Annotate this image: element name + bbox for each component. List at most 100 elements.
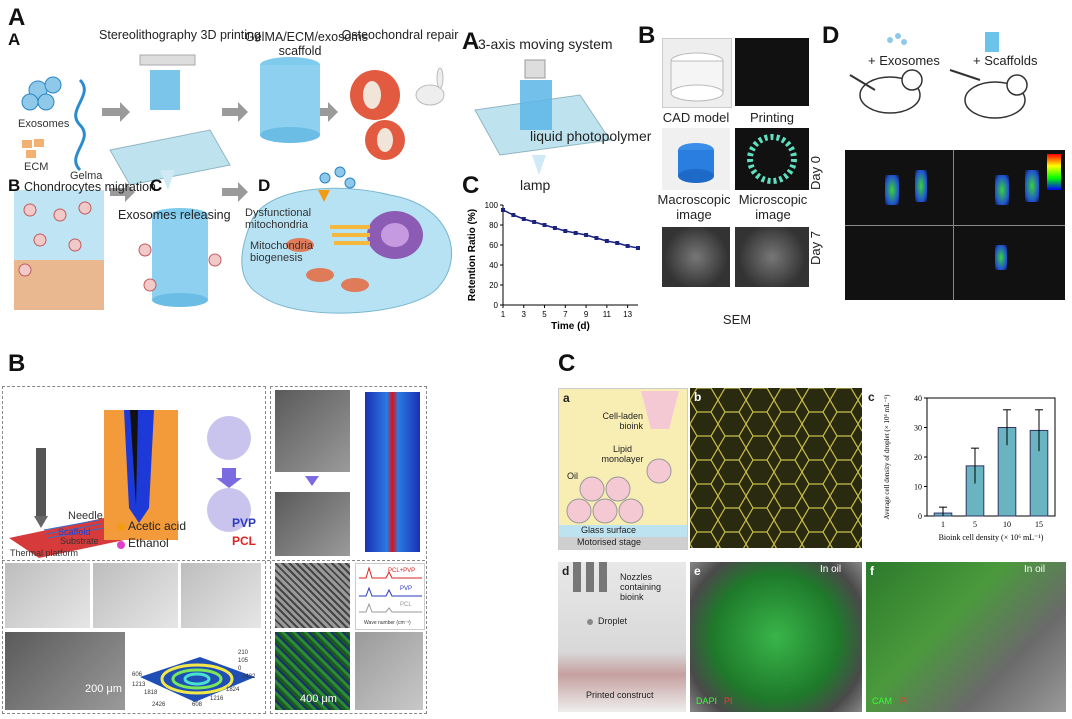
tick-608: 608 bbox=[192, 702, 203, 708]
mouse-scaffold-icon bbox=[949, 32, 1028, 119]
gelma-label: Gelma bbox=[70, 170, 103, 182]
nozzles-label: Nozzles containing bioink bbox=[620, 572, 662, 602]
x-tick-label: 9 bbox=[584, 310, 589, 319]
b-droplet-image-2 bbox=[275, 492, 350, 556]
panel-b-box2 bbox=[270, 386, 427, 714]
retention-xlabel: Time (d) bbox=[551, 321, 590, 332]
retention-point bbox=[625, 244, 630, 248]
printing-image bbox=[735, 38, 809, 106]
micro-label: Microscopic image bbox=[738, 192, 808, 222]
bar-x-tick-label: 5 bbox=[973, 520, 977, 529]
day0-label: Day 0 bbox=[808, 156, 823, 190]
c-e-letter: e bbox=[694, 564, 701, 578]
c-d-letter: d bbox=[562, 564, 570, 578]
bar-xlabel: Bioink cell density (× 10⁶ mL⁻¹) bbox=[939, 533, 1044, 542]
tick-1824: 1824 bbox=[226, 687, 240, 693]
photopolymer-label: liquid photopolymer bbox=[530, 128, 652, 144]
bar-y-tick-label: 20 bbox=[914, 453, 922, 462]
panel-a2-sub-c: C bbox=[462, 172, 480, 199]
retention-ylabel: Retention Ratio (%) bbox=[467, 209, 478, 301]
b-spiral-plot bbox=[140, 657, 255, 702]
b-droplet-arrow-icon bbox=[305, 476, 319, 486]
substrate-label: Substrate bbox=[60, 536, 99, 546]
y-tick-label: 40 bbox=[489, 261, 498, 270]
ethanol-label: Ethanol bbox=[128, 536, 169, 550]
releasing-label: Exosomes releasing bbox=[118, 208, 231, 222]
b-ftir-plot: PCL+PVP PVP PCL Wave number (cm⁻¹) bbox=[355, 563, 425, 630]
stage-label: Motorised stage bbox=[577, 537, 642, 547]
retention-point bbox=[573, 231, 578, 235]
scaffold-label: Scaffold bbox=[58, 527, 91, 537]
mouse-exosome-icon bbox=[849, 33, 923, 114]
sem-image-1 bbox=[662, 227, 730, 287]
macro-image bbox=[662, 128, 730, 190]
retention-point bbox=[542, 223, 547, 227]
x-tick-label: 3 bbox=[522, 310, 527, 319]
panel-a-sub-b: B bbox=[8, 176, 21, 195]
retention-point bbox=[604, 239, 609, 243]
inoil-e-label: In oil bbox=[820, 564, 842, 575]
c-honeycomb-image: b bbox=[690, 388, 862, 548]
acetic-label: Acetic acid bbox=[128, 519, 187, 533]
micro-image bbox=[735, 128, 809, 190]
dapi-label: DAPI bbox=[696, 696, 718, 706]
b-sem-image bbox=[355, 632, 423, 710]
retention-point bbox=[521, 217, 526, 221]
printing-label: Printing bbox=[749, 110, 795, 125]
b-mesh-image bbox=[275, 563, 350, 628]
step2-label: GelMA/ECM/exosoms scaffold bbox=[245, 30, 368, 58]
x-tick-label: 1 bbox=[501, 310, 506, 319]
panel-a-illustration bbox=[14, 54, 453, 314]
macro-label: Macroscopic image bbox=[657, 192, 731, 222]
needle-illustration bbox=[9, 410, 251, 558]
cad-gear-icon bbox=[670, 52, 724, 102]
b-droplet-image-1 bbox=[275, 390, 350, 472]
biogenesis-label: Mitochondria biogenesis bbox=[250, 240, 313, 264]
inoil-f-label: In oil bbox=[1024, 564, 1046, 575]
panel-b-top-divider bbox=[2, 560, 425, 561]
retention-point bbox=[501, 208, 505, 212]
c-e-image: e In oil DAPI PI bbox=[690, 562, 862, 712]
spiral-axis-ticks: 210 105 0 2432 1824 1216 608 1213 1818 2… bbox=[130, 632, 262, 710]
bar-x-tick-label: 1 bbox=[941, 520, 945, 529]
exosomes-label: Exosomes bbox=[18, 118, 70, 130]
pi-e-label: PI bbox=[724, 696, 733, 706]
legend-pclpvp: PCL+PVP bbox=[388, 568, 416, 574]
panel-b-letter: B bbox=[8, 350, 26, 377]
chondro-label: Chondrocytes migration bbox=[24, 180, 157, 194]
x-tick-label: 13 bbox=[623, 310, 632, 319]
c-b-letter: b bbox=[694, 390, 702, 404]
ecm-label: ECM bbox=[24, 161, 49, 173]
ethanol-dot-icon bbox=[117, 541, 125, 549]
x-tick-label: 5 bbox=[542, 310, 547, 319]
printed-label: Printed construct bbox=[586, 690, 654, 700]
tick-105: 105 bbox=[238, 658, 249, 664]
tick-1216: 1216 bbox=[210, 696, 224, 702]
sem-image-2 bbox=[735, 227, 809, 287]
cad-image bbox=[662, 38, 732, 108]
y-tick-label: 20 bbox=[489, 281, 498, 290]
b-fiber-image-3 bbox=[181, 563, 261, 628]
c-f-image: f In oil CAM PI bbox=[866, 562, 1066, 712]
tick-210: 210 bbox=[238, 650, 249, 656]
tick-0: 0 bbox=[238, 666, 242, 672]
scale200-label: 200 μm bbox=[85, 683, 122, 695]
c-c-letter: c bbox=[868, 390, 875, 404]
legend-pcl: PCL bbox=[400, 602, 412, 608]
c-nozzle-photo: d Nozzles containing bioink Droplet Prin… bbox=[558, 562, 686, 712]
y-tick-label: 0 bbox=[494, 301, 499, 310]
lipid-label: Lipid monolayer bbox=[601, 444, 644, 464]
retention-point bbox=[594, 236, 599, 240]
panel-a-letter: A bbox=[8, 4, 26, 31]
panel-a-sub-d: D bbox=[258, 176, 271, 195]
printer-illustration bbox=[474, 59, 611, 175]
retention-point bbox=[615, 241, 620, 245]
y-tick-label: 80 bbox=[489, 221, 498, 230]
bar-x-tick-label: 10 bbox=[1003, 520, 1011, 529]
tick-606: 606 bbox=[132, 672, 143, 678]
b-nozzle-image bbox=[5, 632, 125, 710]
y-tick-label: 100 bbox=[485, 201, 499, 210]
retention-point bbox=[584, 233, 589, 237]
bar-y-tick-label: 10 bbox=[914, 483, 922, 492]
